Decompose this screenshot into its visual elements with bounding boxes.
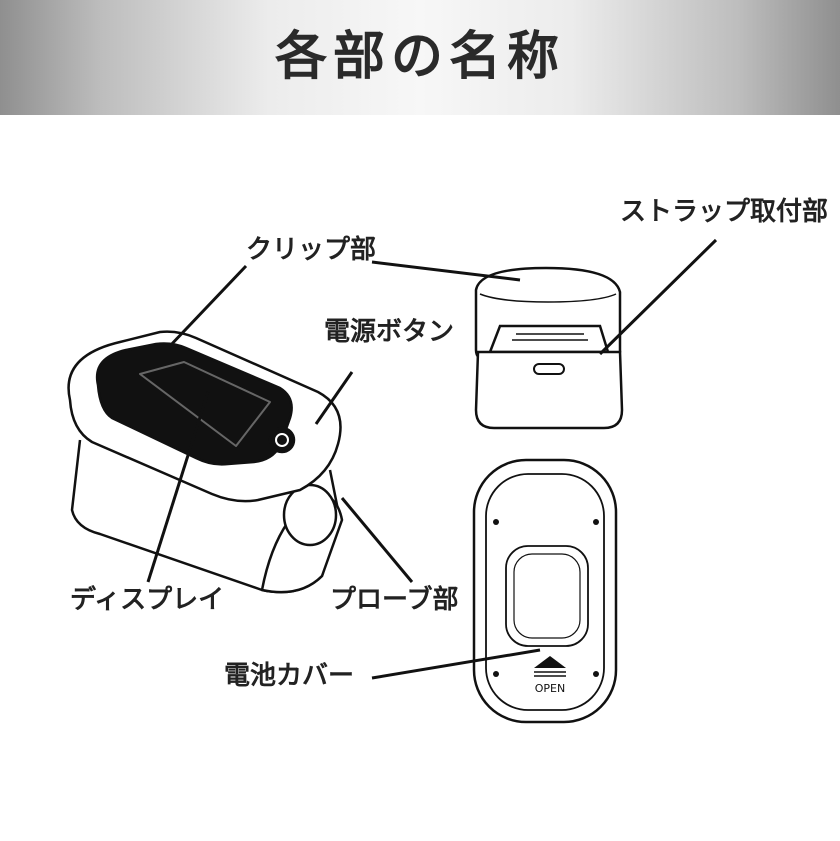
- battery-cover-leader-line: [371, 648, 541, 680]
- label-display: ディスプレイ: [70, 585, 225, 615]
- clip-leader-line: [166, 264, 248, 350]
- header-banner: 各部の名称: [0, 0, 840, 115]
- clip-right-leader-line: [371, 260, 521, 282]
- leader-lines: [146, 238, 718, 680]
- power-button-leader-line: [314, 371, 354, 425]
- strap-leader-line: [598, 238, 718, 356]
- label-strap: ストラップ取付部: [620, 197, 829, 227]
- label-clip: クリップ部: [246, 235, 377, 265]
- battery-open-marking: OPEN: [535, 682, 565, 695]
- oximeter-body: [67, 330, 344, 594]
- page-title: 各部の名称: [274, 27, 565, 87]
- probe-leader-line: [340, 497, 414, 583]
- label-battery-cover: 電池カバー: [224, 661, 355, 691]
- label-power-button: 電源ボタン: [324, 317, 455, 347]
- side-view-device: [474, 266, 624, 430]
- label-probe: プローブ部: [330, 585, 459, 615]
- display-leader-line: [146, 391, 210, 583]
